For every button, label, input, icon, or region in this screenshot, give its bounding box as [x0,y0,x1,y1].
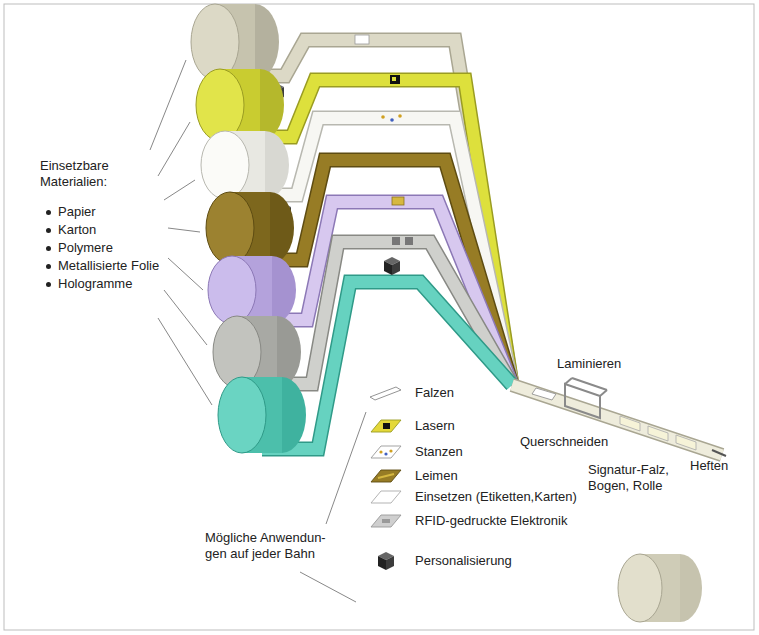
legend-text: Einsetzen (Etiketten,Karten) [415,489,577,505]
process-label: Signatur-Falz, Bogen, Rolle [588,462,686,494]
legend-text: Stanzen [415,444,463,460]
process-label: Querschneiden [520,434,608,450]
frame [4,4,754,630]
bullet-dot [46,210,51,215]
bullet-dot [46,228,51,233]
legend-icon [371,446,401,458]
legend-text: Personalisierung [415,553,512,569]
material-item: Polymere [58,240,113,256]
material-item: Metallisierte Folie [58,258,159,274]
process-label: Heften [690,458,728,474]
material-item: Papier [58,204,96,220]
process-label: Laminieren [557,356,621,372]
material-item: Karton [58,222,96,238]
legend-text: Falzen [415,385,454,401]
material-rolls [191,4,306,453]
legend-text: RFID-gedruckte Elektronik [415,513,567,529]
legend-note: Mögliche Anwendun- gen auf jeder Bahn [205,530,345,562]
legend-icon [370,387,401,400]
bullet-dot [46,264,51,269]
legend-icon [371,491,401,503]
legend-icon [371,470,401,482]
materials-heading: Einsetzbare Materialien: [40,158,140,190]
legend-icon [371,515,401,527]
bullet-dot [46,282,51,287]
legend-icon [378,552,394,570]
bullet-dot [46,246,51,251]
legend-icon [371,420,401,432]
legend-text: Lasern [415,418,455,434]
material-item: Hologramme [58,276,132,292]
legend-text: Leimen [415,468,458,484]
